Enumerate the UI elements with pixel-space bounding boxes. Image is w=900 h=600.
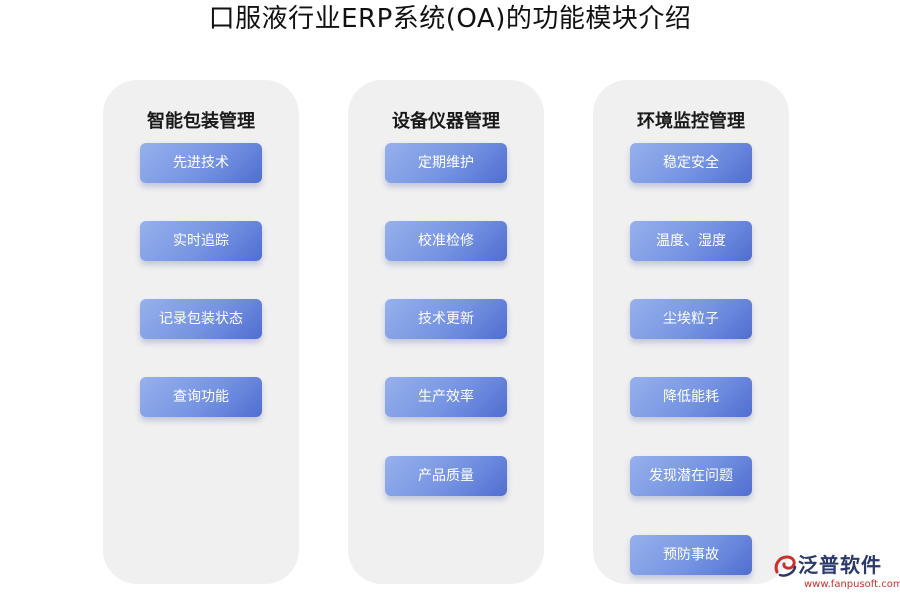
column-header: 设备仪器管理 <box>392 111 500 132</box>
feature-item[interactable]: 生产效率 <box>385 377 507 417</box>
module-column-packaging: 智能包装管理 先进技术 实时追踪 记录包装状态 查询功能 <box>103 80 299 584</box>
feature-item[interactable]: 温度、湿度 <box>630 221 752 261</box>
feature-item[interactable]: 实时追踪 <box>140 221 262 261</box>
feature-item[interactable]: 定期维护 <box>385 143 507 183</box>
feature-item[interactable]: 发现潜在问题 <box>630 456 752 496</box>
page-title: 口服液行业ERP系统(OA)的功能模块介绍 <box>208 4 692 34</box>
feature-item[interactable]: 记录包装状态 <box>140 299 262 339</box>
feature-item[interactable]: 尘埃粒子 <box>630 299 752 339</box>
fanpu-logo-icon <box>774 555 797 577</box>
feature-item[interactable]: 查询功能 <box>140 377 262 417</box>
logo-url: www.fanpusoft.com <box>804 579 900 590</box>
column-header: 环境监控管理 <box>637 111 745 132</box>
feature-item[interactable]: 预防事故 <box>630 535 752 575</box>
logo-name: 泛普软件 <box>798 553 882 577</box>
column-header: 智能包装管理 <box>147 111 255 132</box>
brand-logo: 泛普软件 www.fanpusoft.com <box>772 551 900 597</box>
feature-item[interactable]: 先进技术 <box>140 143 262 183</box>
feature-item[interactable]: 稳定安全 <box>630 143 752 183</box>
feature-item[interactable]: 降低能耗 <box>630 377 752 417</box>
feature-item[interactable]: 校准检修 <box>385 221 507 261</box>
feature-item[interactable]: 产品质量 <box>385 456 507 496</box>
feature-item[interactable]: 技术更新 <box>385 299 507 339</box>
module-column-equipment: 设备仪器管理 定期维护 校准检修 技术更新 生产效率 产品质量 <box>348 80 544 584</box>
module-column-environment: 环境监控管理 稳定安全 温度、湿度 尘埃粒子 降低能耗 发现潜在问题 预防事故 <box>593 80 789 584</box>
